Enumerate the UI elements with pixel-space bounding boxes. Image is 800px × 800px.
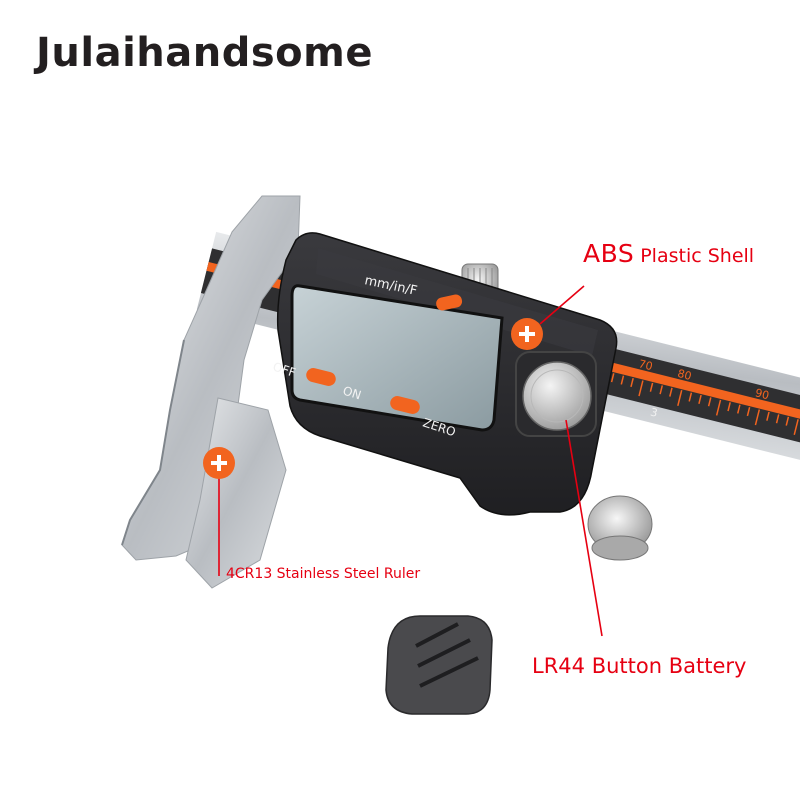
steel-callout: 4CR13 Stainless Steel Ruler — [226, 566, 421, 582]
plus-circle-icon — [511, 318, 543, 350]
scale-inch-3: 3 — [649, 406, 659, 420]
abs-callout-prefix: ABS — [583, 239, 635, 268]
scale-80: 80 — [676, 367, 693, 383]
zero-button[interactable] — [389, 395, 421, 416]
battery-leader-line — [565, 419, 603, 637]
abs-callout: ABS Plastic Shell — [583, 239, 754, 268]
mode-button[interactable] — [435, 293, 463, 311]
brand-logo: Julaihandsome — [36, 30, 373, 76]
off-on-button[interactable] — [305, 367, 337, 388]
abs-callout-suffix: Plastic Shell — [634, 245, 755, 267]
scale-70: 70 — [637, 357, 654, 373]
battery-callout: LR44 Button Battery — [532, 654, 747, 678]
plus-circle-icon — [203, 447, 235, 479]
scale-90: 90 — [754, 386, 771, 402]
off-label: OFF — [271, 360, 298, 381]
lcd-screen — [290, 284, 504, 432]
lock-screw-knob — [587, 495, 653, 561]
on-label: ON — [341, 384, 363, 403]
depth-rod-cap — [385, 615, 493, 715]
moving-jaw — [185, 397, 287, 589]
ruler-ticks — [599, 370, 799, 435]
abs-leader-line — [539, 285, 585, 325]
battery-cell — [522, 361, 592, 431]
